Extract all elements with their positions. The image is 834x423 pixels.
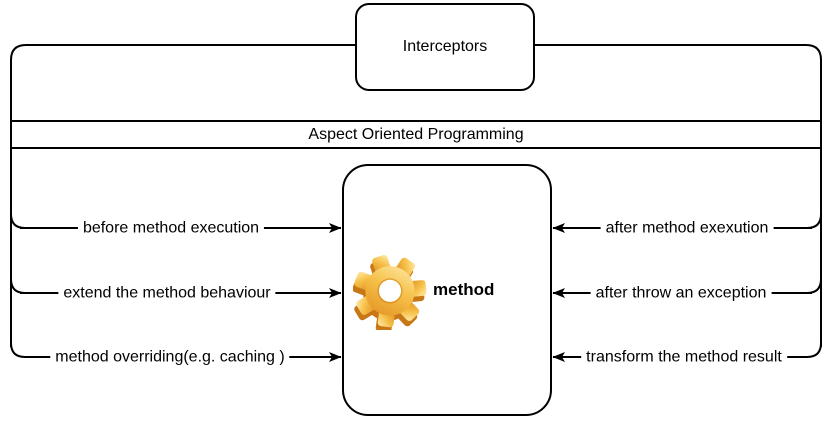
fillet (10, 278, 26, 294)
arrow-method-overriding (10, 342, 342, 362)
arrow-label-method-overriding: method overriding(e.g. caching ) (50, 347, 290, 367)
arrow-label-before-method-execution: before method execution (77, 218, 265, 238)
arrow-label-after-throw-exception: after throw an exception (590, 283, 772, 303)
aop-band-label: Aspect Oriented Programming (308, 126, 524, 143)
arrow-label-after-method-exexution: after method exexution (600, 218, 774, 238)
gear-icon (353, 250, 427, 330)
method-node: method (342, 164, 552, 416)
fillet (806, 213, 822, 229)
aop-band: Aspect Oriented Programming (11, 122, 821, 148)
interceptors-node: Interceptors (355, 3, 535, 91)
method-label: method (433, 280, 495, 299)
interceptors-label: Interceptors (402, 38, 488, 55)
fillet (10, 213, 26, 229)
fillet (806, 278, 822, 294)
arrow-label-extend-method-behaviour: extend the method behaviour (58, 283, 276, 303)
arrow-label-transform-method-result: transform the method result (581, 347, 787, 367)
arrow-transform-method-result (552, 342, 822, 362)
